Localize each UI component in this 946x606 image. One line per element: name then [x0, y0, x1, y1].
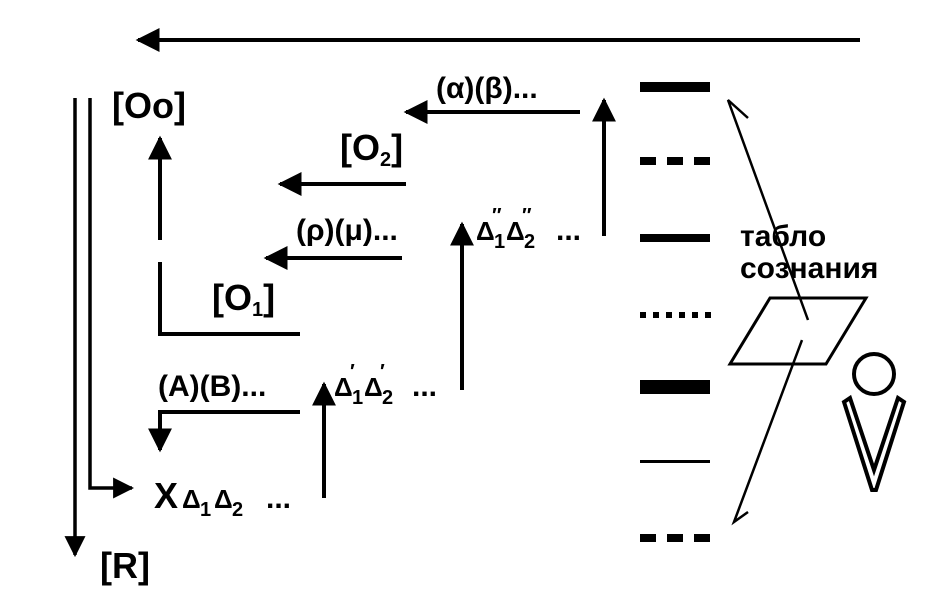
svg-text:1: 1	[352, 387, 363, 409]
label-o2: [O2]	[340, 127, 403, 171]
bar-5	[640, 380, 710, 394]
label-o1: [O1]	[212, 277, 275, 321]
svg-text:2: 2	[382, 387, 393, 409]
label-alpha-beta: (α)(β)...	[436, 72, 538, 105]
display-bars	[640, 82, 711, 542]
svg-text:1: 1	[200, 499, 211, 521]
svg-text:Δ: Δ	[334, 372, 353, 402]
bracket-ray-top	[726, 99, 810, 321]
delta-double-prime-group: Δ ″ 1 Δ ″ 2 ...	[476, 205, 581, 253]
svg-text:Δ: Δ	[476, 216, 495, 246]
svg-text:′: ′	[380, 361, 385, 383]
arrow-a-b	[148, 410, 300, 453]
consciousness-panel	[727, 296, 869, 366]
x-delta-group: X Δ 1 Δ 2 ...	[154, 475, 291, 521]
svg-text:″: ″	[492, 205, 502, 227]
svg-text:X: X	[154, 475, 178, 516]
label-rho-mu: (ρ)(μ)...	[296, 214, 398, 247]
svg-text:...: ...	[266, 482, 291, 515]
svg-text:Δ: Δ	[364, 372, 383, 402]
svg-text:1: 1	[494, 231, 505, 253]
svg-text:2: 2	[232, 499, 243, 521]
panel-label-line1: табло	[740, 220, 826, 253]
svg-text:...: ...	[556, 214, 581, 247]
panel-label-line2: сознания	[740, 252, 878, 285]
svg-text:2: 2	[524, 231, 535, 253]
bar-6	[640, 460, 710, 463]
bar-3	[640, 234, 710, 242]
bar-1	[640, 82, 710, 92]
label-r: [R]	[100, 545, 150, 586]
svg-text:...: ...	[412, 370, 437, 403]
bar-7	[640, 534, 710, 542]
bar-4	[640, 312, 711, 318]
svg-text:′: ′	[350, 361, 355, 383]
svg-text:″: ″	[522, 205, 532, 227]
label-o0: [Oo]	[112, 85, 186, 126]
svg-text:Δ: Δ	[214, 484, 233, 514]
bracket-ray-bottom	[731, 339, 804, 526]
svg-text:Δ: Δ	[182, 484, 201, 514]
label-a-b: (A)(B)...	[158, 370, 266, 403]
observer-figure-icon	[841, 352, 907, 492]
bar-2	[640, 157, 710, 165]
delta-prime-group: Δ ′ 1 Δ ′ 2 ...	[334, 361, 437, 409]
o1-to-o0-line	[158, 262, 300, 336]
left-inner-arrow	[88, 98, 135, 499]
svg-text:Δ: Δ	[506, 216, 525, 246]
